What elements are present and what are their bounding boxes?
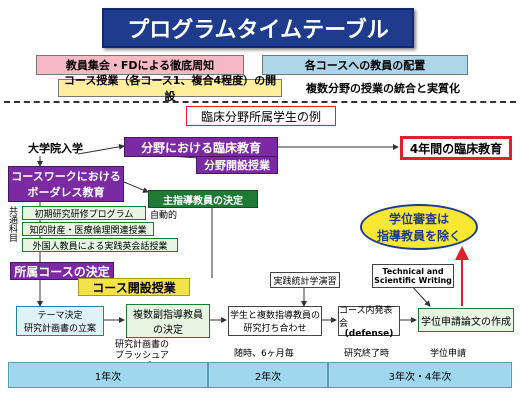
year-1-bar: 1年次 — [8, 362, 208, 388]
research-end-note: 研究終了時 — [344, 349, 390, 359]
course-decision-node: 所属コースの決定 — [10, 262, 114, 280]
year-3-4-bar: 3年次・4年次 — [328, 362, 512, 388]
plan-brushup-note: 研究計画書の ブラッシュアップ — [112, 340, 172, 372]
technical-writing-line2: Scientific Writing — [374, 276, 452, 285]
example-label: 臨床分野所属学生の例 — [186, 106, 336, 126]
common-item-2: 知的財産・医療倫理関連授業 — [22, 222, 154, 236]
practice-stats-node: 実践統計学演習 — [270, 272, 340, 288]
thesis-creation-node: 学位申請論文の作成 — [418, 308, 514, 332]
plan-brushup-line1: 研究計画書の — [114, 340, 169, 350]
degree-review-ellipse: 学位審査は 指導教員を除く — [360, 204, 478, 250]
main-advisor-node: 主指導教員の決定 — [148, 190, 258, 208]
degree-application-note: 学位申請 — [430, 349, 467, 359]
as-needed-note: 随時、6ヶ月毎 — [234, 349, 294, 359]
self-directed-note: 自動的 — [150, 211, 178, 221]
borderless-line1: コースワークにおける — [11, 170, 121, 183]
admission-node: 大学院入学 — [28, 142, 83, 155]
borderless-education-node: コースワークにおける ボーダレス教育 — [8, 166, 124, 202]
borderless-line2: ボーダレス教育 — [27, 186, 105, 199]
four-year-clinical-node: 4年間の臨床教育 — [400, 136, 512, 160]
course-lectures-node: コース開設授業 — [78, 278, 190, 296]
technical-writing-line1: Technical and — [382, 267, 444, 276]
multi-advisor-node: 複数副指導教員 の決定 — [126, 304, 210, 338]
theme-decision-node: テーマ決定 研究計画書の立案 — [16, 306, 104, 336]
technical-writing-node: Technical and Scientific Writing — [372, 264, 454, 288]
degree-review-line2: 指導教員を除く — [376, 229, 461, 243]
faculty-gathering-box: 教員集会・FDによる徹底周知 — [36, 55, 244, 75]
common-item-1: 初期研究研修プログラム — [22, 206, 146, 220]
multi-advisor-line1: 複数副指導教員 — [133, 310, 203, 321]
year-2-bar: 2年次 — [208, 362, 328, 388]
page-title: プログラムタイムテーブル — [102, 8, 414, 48]
clinical-education-node: 分野における臨床教育 — [124, 137, 278, 157]
theme-decision-line2: 研究計画書の立案 — [23, 324, 96, 334]
meeting-node: 学生と複数指導教員の 研究打ち合わせ — [228, 306, 322, 336]
integration-text: 複数分野の授業の統合と実質化 — [306, 82, 460, 95]
theme-decision-line1: テーマ決定 — [37, 311, 83, 321]
multi-advisor-line2: の決定 — [153, 325, 183, 336]
meeting-line2: 研究打ち合わせ — [243, 324, 307, 334]
course-presentation-line2: (defense) — [344, 329, 394, 339]
common-subjects-label: 共通科目 — [7, 206, 17, 242]
meeting-line1: 学生と複数指導教員の — [229, 311, 320, 321]
course-presentation-line1: コース内発表会 — [339, 306, 393, 329]
common-item-3: 外国人教員による実践英会話授業 — [22, 238, 178, 252]
field-courses-node: 分野開設授業 — [196, 156, 278, 174]
course-presentation-node: コース内発表会 (defense) — [338, 306, 400, 339]
teacher-allocation-box: 各コースへの教員の配置 — [262, 55, 468, 75]
section-divider — [4, 101, 516, 103]
degree-review-line1: 学位審査は — [388, 212, 449, 226]
